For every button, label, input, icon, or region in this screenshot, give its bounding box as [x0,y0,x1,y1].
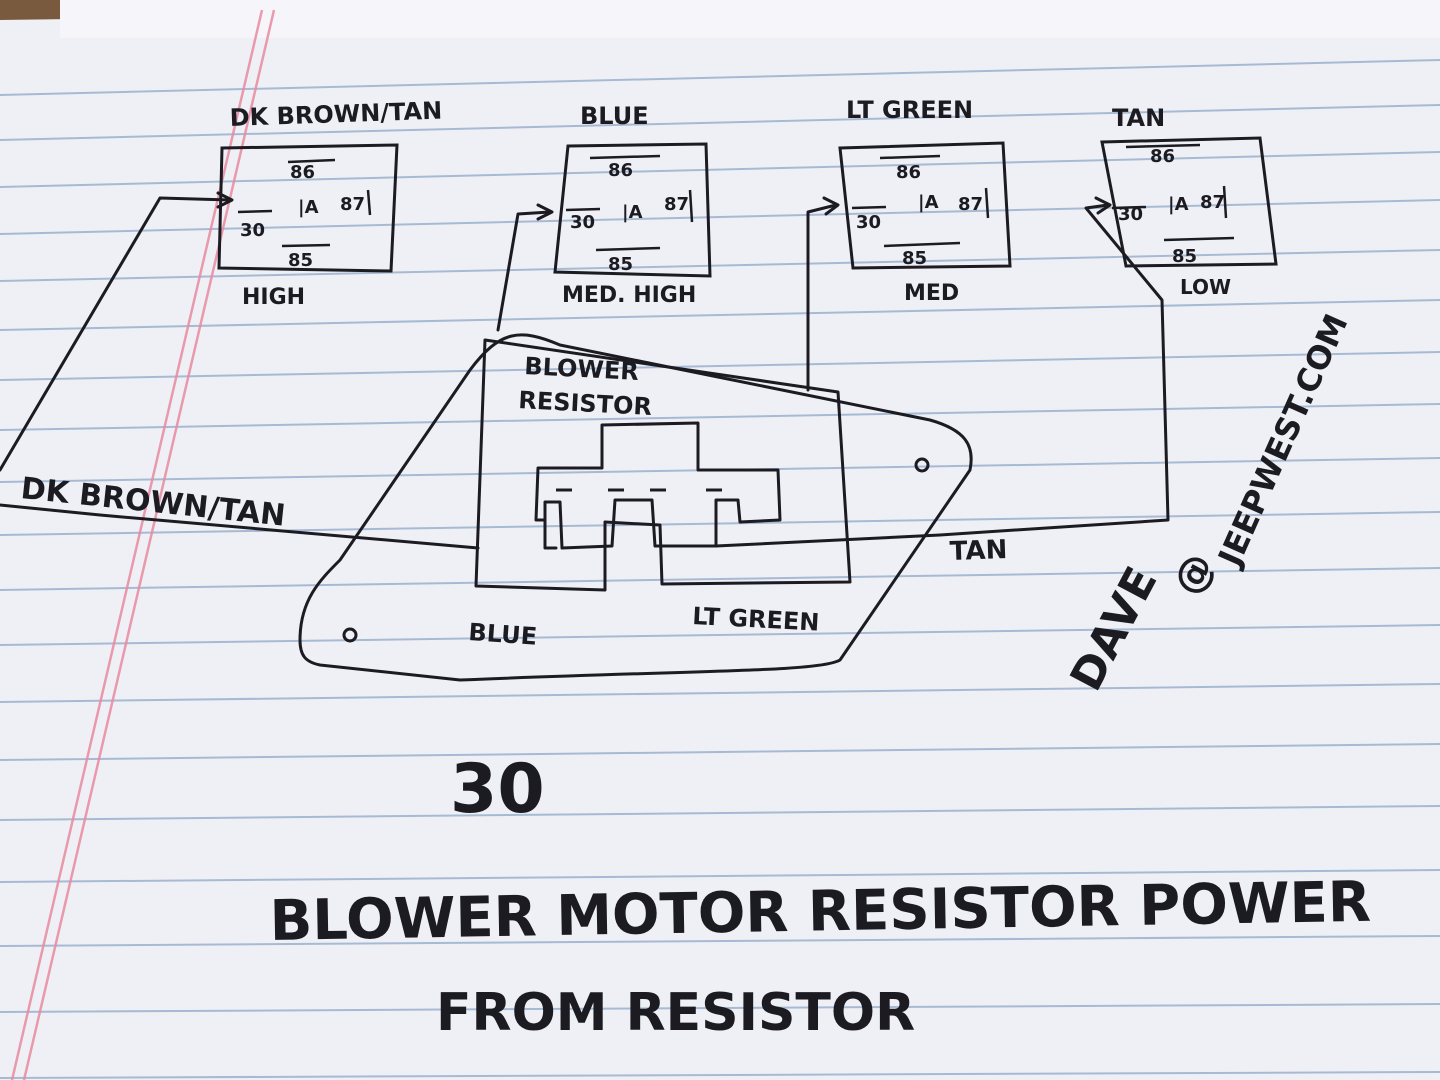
relay-med-pin-86: 86 [896,162,921,183]
relay-med-pin-mid: |A [918,192,939,213]
relay-high-speed: HIGH [242,285,305,310]
wire-dk-brown-tan [0,196,480,550]
resistor-label-line2: RESISTOR [518,386,653,421]
relay-med-high-speed: MED. HIGH [562,283,696,308]
relay-high: DK BROWN/TAN 86 |A 87 30 85 HIGH [217,97,443,310]
relay-med-pin-87: 87 [958,194,983,215]
wires [0,191,1170,550]
relay-med-high-pin-86: 86 [608,160,633,181]
relay-med-high-pin-mid: |A [622,202,643,223]
wire-tan [714,203,1170,548]
relay-low-pin-85: 85 [1172,246,1197,267]
relay-med-speed: MED [904,281,959,306]
relay-high-pin-30: 30 [240,220,265,241]
pin-number-note: 30 [450,750,545,829]
relay-low-box [1100,136,1278,268]
relay-med-box [838,141,1012,270]
relay-med: LT GREEN 86 |A 87 30 85 MED [838,96,1012,306]
relay-low-pin-30: 30 [1118,204,1143,225]
mounting-hole-right [914,457,930,473]
wire-label-blue: BLUE [468,618,538,651]
relay-med-wire-color: LT GREEN [846,96,973,124]
wire-label-tan: TAN [949,535,1008,567]
mounting-hole-left [342,627,358,643]
wire-label-lt-green: LT GREEN [692,602,820,637]
relay-med-high-wire-color: BLUE [580,102,649,130]
resistor-connector-housing [474,338,852,592]
relay-high-box [217,143,399,273]
relay-high-pin-mid: |A [298,197,319,218]
resistor-mounting-plate [298,333,973,682]
resistor-label-line1: BLOWER [524,352,640,386]
wire-lt-green [806,203,838,392]
relay-low-pin-87: 87 [1200,192,1225,213]
relay-high-pin-85: 85 [288,250,313,271]
relay-med-pin-30: 30 [856,212,881,233]
relay-low-wire-color: TAN [1112,104,1165,132]
relay-med-high-pin-85: 85 [608,254,633,275]
relay-low-pin-86: 86 [1150,146,1175,167]
relay-low: TAN 86 |A 87 30 85 LOW [1100,104,1278,299]
relay-low-speed: LOW [1180,275,1231,299]
blower-resistor [298,333,973,682]
relay-med-high-pin-87: 87 [664,194,689,215]
relay-high-pin-86: 86 [290,162,315,183]
relay-high-pin-87: 87 [340,194,365,215]
relay-med-high-box [553,142,712,278]
notepad-top-binding [60,0,1440,38]
wire-blue [496,210,558,550]
relay-med-pin-85: 85 [902,248,927,269]
diagram-title-line2: FROM RESISTOR [436,983,915,1043]
relay-med-high-pin-30: 30 [570,212,595,233]
relay-low-pin-mid: |A [1168,194,1189,215]
relay-med-high: BLUE 86 |A 87 30 85 MED. HIGH [553,102,712,308]
